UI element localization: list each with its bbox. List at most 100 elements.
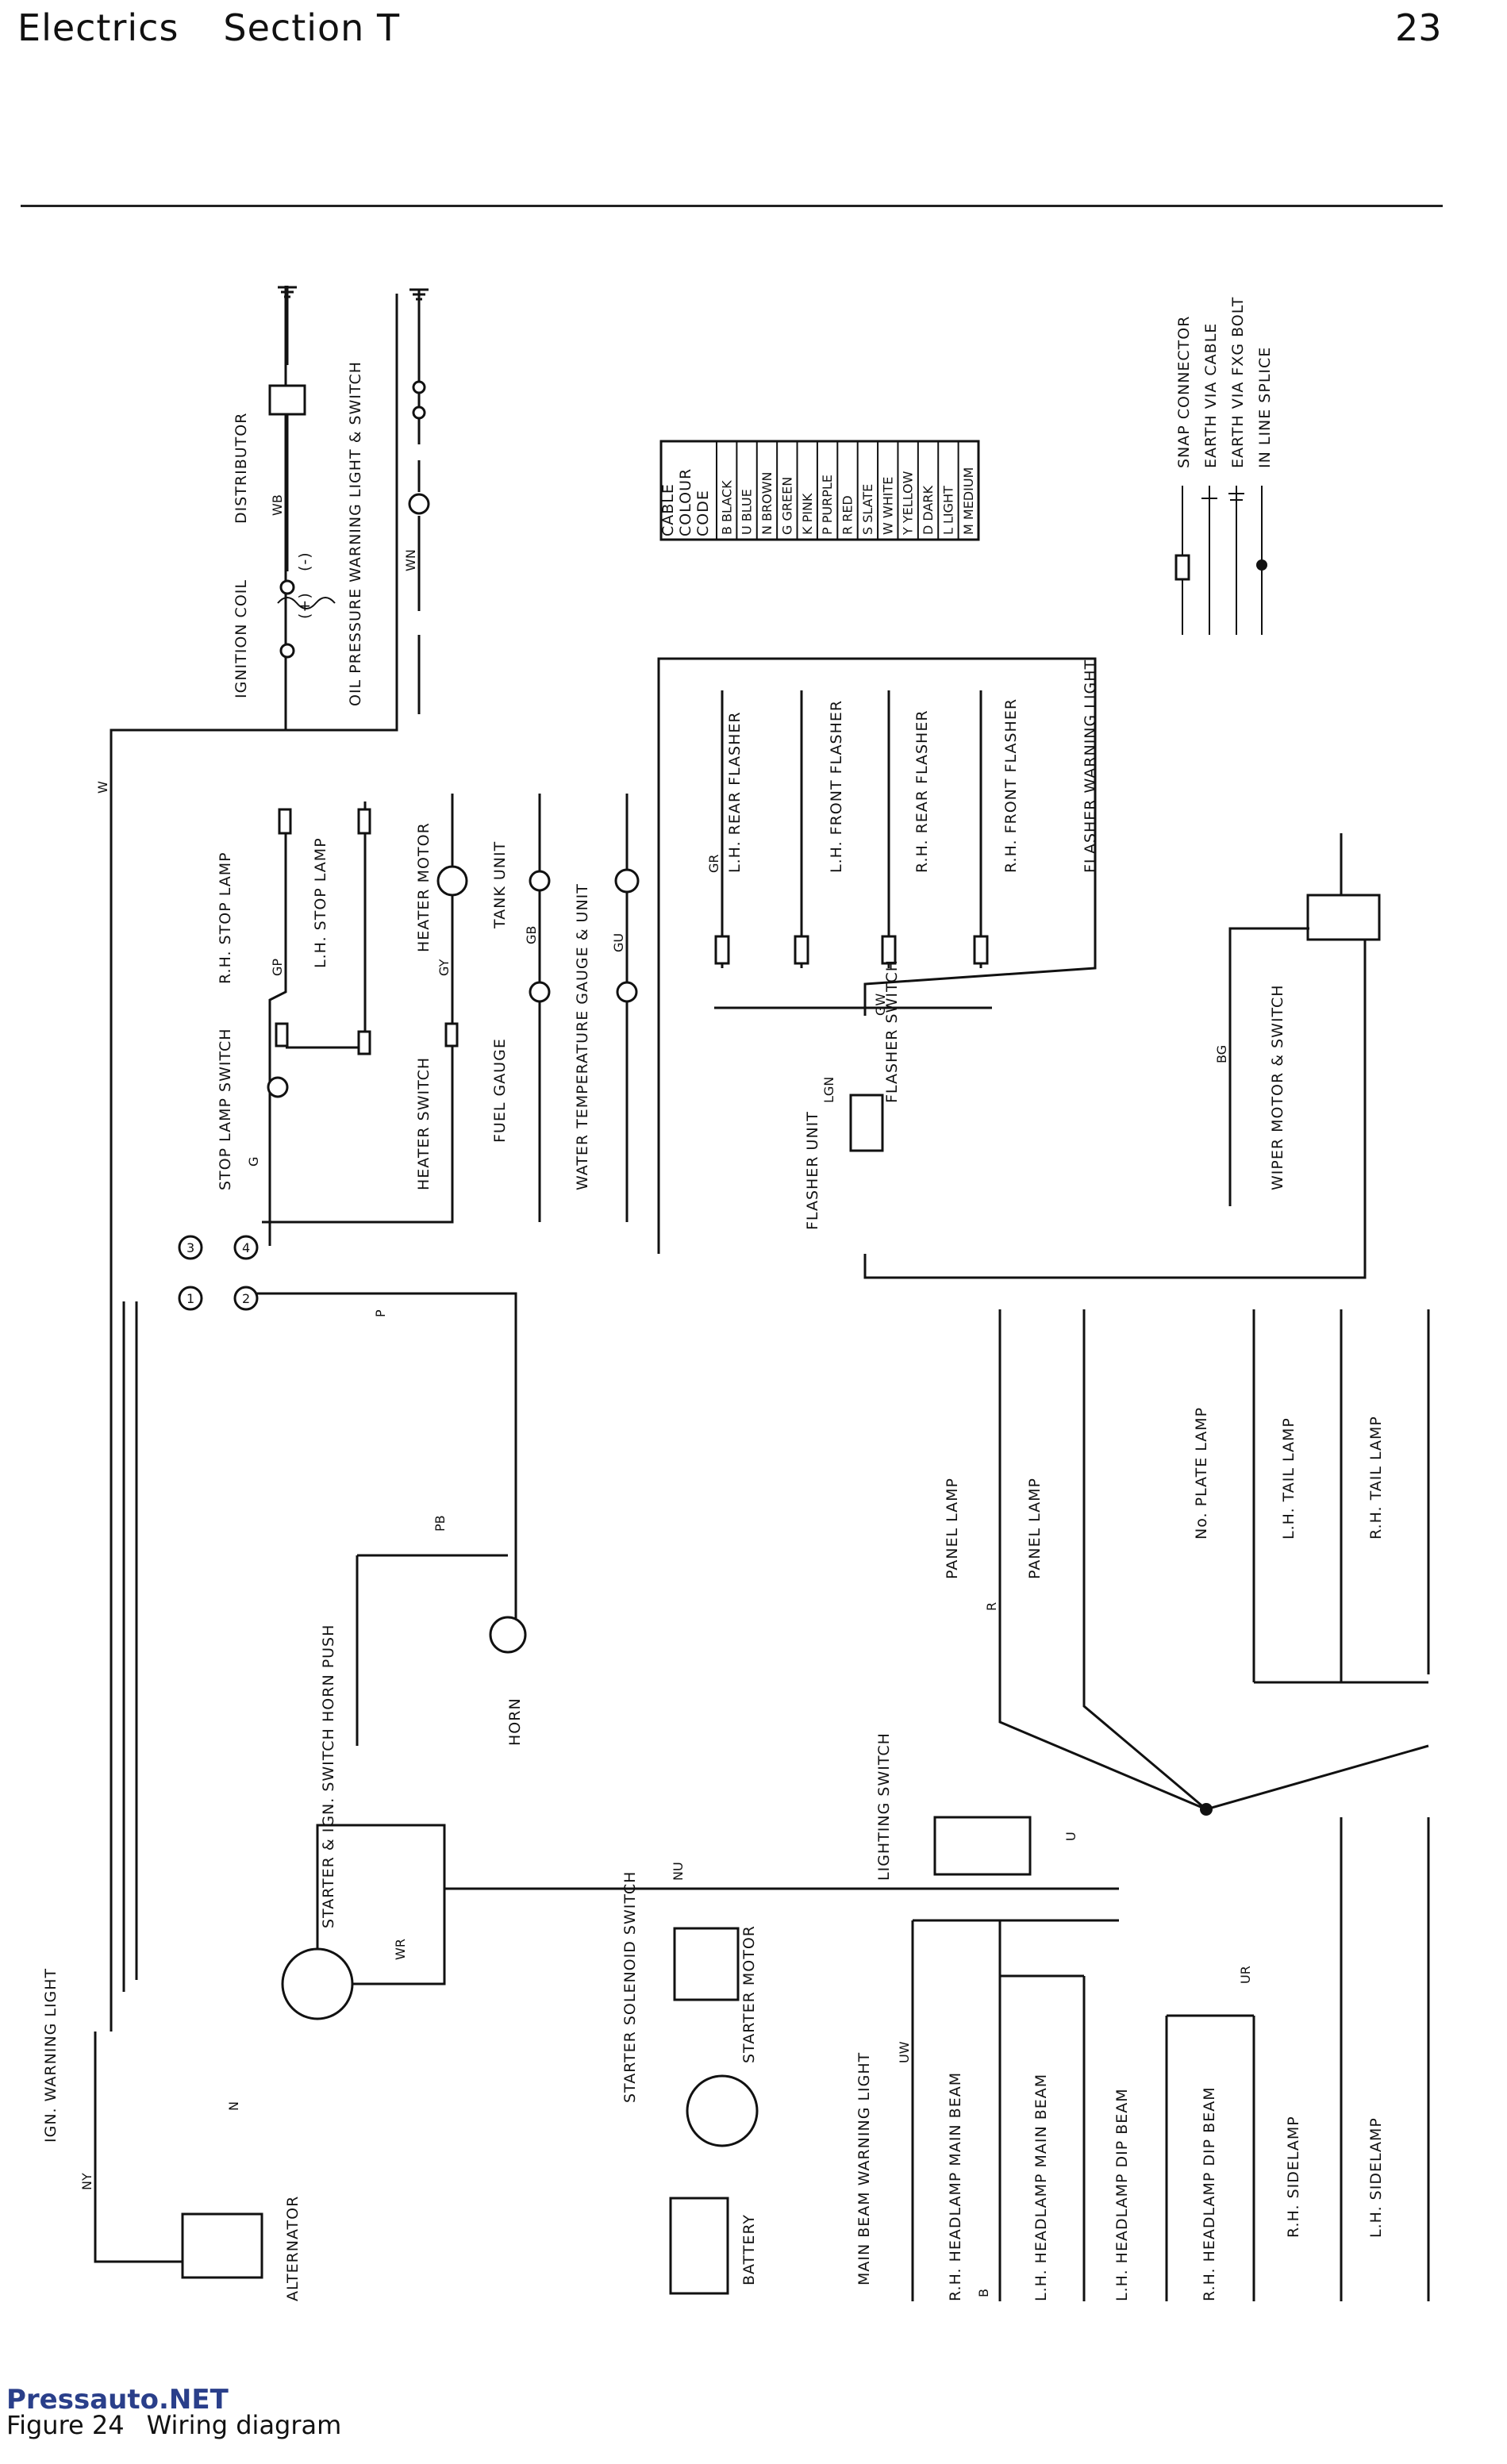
label-tank-unit: TANK UNIT xyxy=(491,841,509,929)
label-starter-ign: STARTER & IGN. SWITCH xyxy=(320,1728,337,1928)
label-rh-stop-lamp: R.H. STOP LAMP xyxy=(217,851,234,984)
wire-label-gy: GY xyxy=(436,959,452,976)
label-lighting-switch: LIGHTING SWITCH xyxy=(875,1732,893,1881)
connector-4: 4 xyxy=(242,1240,250,1255)
wire-label-r: R xyxy=(984,1602,999,1611)
wire-label-gr: GR xyxy=(706,854,721,873)
wire-label-n: N xyxy=(226,2101,241,2111)
colour-code-row: R RED xyxy=(840,495,855,535)
colour-code-title-3: CODE xyxy=(694,490,712,536)
wire-label-ny: NY xyxy=(79,2173,94,2190)
label-rh-tail: R.H. TAIL LAMP xyxy=(1367,1416,1385,1540)
page-number: 23 xyxy=(1395,6,1442,49)
header-section: Electrics xyxy=(17,6,179,49)
label-alternator: ALTERNATOR xyxy=(284,2196,302,2301)
label-wiper: WIPER MOTOR & SWITCH xyxy=(1269,984,1286,1190)
label-panel-lamp-2: PANEL LAMP xyxy=(1026,1478,1044,1579)
colour-code-row: N BROWN xyxy=(759,471,775,535)
label-flasher-warning: FLASHER WARNING LIGHT xyxy=(1082,659,1099,873)
label-heater-motor: HEATER MOTOR xyxy=(415,822,432,952)
symbol-key: SNAP CONNECTOR EARTH VIA CABLE EARTH VIA… xyxy=(1174,297,1274,635)
label-rh-rear-flasher: R.H. REAR FLASHER xyxy=(913,709,931,873)
wire-label-ur: UR xyxy=(1238,1966,1253,1984)
label-stop-lamp-switch: STOP LAMP SWITCH xyxy=(217,1028,234,1190)
label-lh-tail: L.H. TAIL LAMP xyxy=(1280,1417,1297,1540)
wire-label-uw: UW xyxy=(897,2041,912,2063)
label-horn: HORN xyxy=(506,1697,524,1746)
colour-code-row: L LIGHT xyxy=(941,486,956,535)
wire-label-wr: WR xyxy=(393,1939,408,1960)
wire-label-b: B xyxy=(976,2289,991,2297)
wire-label-gb: GB xyxy=(524,926,539,944)
wire-label-gp: GP xyxy=(270,959,285,976)
label-water-temp: WATER TEMPERATURE GAUGE & UNIT xyxy=(574,883,591,1190)
label-ign-warning: IGN. WARNING LIGHT xyxy=(42,1968,60,2143)
label-lh-main: L.H. HEADLAMP MAIN BEAM xyxy=(1032,2074,1050,2301)
label-rh-front-flasher: R.H. FRONT FLASHER xyxy=(1002,698,1020,873)
connector-1: 1 xyxy=(186,1291,194,1306)
colour-code-row: M MEDIUM xyxy=(961,467,976,535)
label-fuel-gauge: FUEL GAUGE xyxy=(491,1038,509,1143)
header-rule xyxy=(21,205,1443,207)
label-lh-front-flasher: L.H. FRONT FLASHER xyxy=(828,700,845,873)
label-rh-dip: R.H. HEADLAMP DIP BEAM xyxy=(1201,2086,1218,2301)
wire-label-wb: WB xyxy=(270,494,285,516)
key-earth-cable: EARTH VIA CABLE xyxy=(1202,323,1220,468)
connector-2: 2 xyxy=(242,1291,250,1306)
key-earth-bolt: EARTH VIA FXG BOLT xyxy=(1229,297,1247,468)
label-lh-rear-flasher: L.H. REAR FLASHER xyxy=(726,711,744,873)
label-lh-dip: L.H. HEADLAMP DIP BEAM xyxy=(1113,2088,1131,2301)
key-snap-connector: SNAP CONNECTOR xyxy=(1175,316,1193,468)
label-ignition-coil: IGNITION COIL xyxy=(233,579,250,698)
label-coil-minus: (-) xyxy=(296,552,313,571)
label-flasher-switch: FLASHER SWITCH xyxy=(883,959,901,1103)
colour-code-row: P PURPLE xyxy=(820,475,835,535)
connector-3: 3 xyxy=(186,1240,194,1255)
colour-code-row: W WHITE xyxy=(880,477,895,535)
wire-label-nu: NU xyxy=(671,1862,686,1881)
colour-code-row: D DARK xyxy=(921,485,936,535)
label-lh-side: L.H. SIDELAMP xyxy=(1367,2117,1385,2238)
label-plate-lamp: No. PLATE LAMP xyxy=(1193,1407,1210,1540)
label-panel-lamp-1: PANEL LAMP xyxy=(944,1478,961,1579)
colour-code-title-1: CABLE xyxy=(659,483,677,536)
page-header: Electrics Section T xyxy=(17,6,444,49)
figure-number: Figure 24 xyxy=(6,2410,125,2440)
label-coil-plus: (+) xyxy=(296,592,313,619)
colour-code-row: Y YELLOW xyxy=(901,471,916,536)
label-lh-stop-lamp: L.H. STOP LAMP xyxy=(312,837,329,968)
site-watermark: Pressauto.NET xyxy=(6,2384,229,2416)
label-flasher-unit: FLASHER UNIT xyxy=(804,1111,821,1230)
wire-label-lgn: LGN xyxy=(821,1077,836,1103)
colour-code-row: G GREEN xyxy=(779,477,794,535)
label-starter-motor: STARTER MOTOR xyxy=(740,1925,758,2063)
wire-label-pb: PB xyxy=(432,1515,448,1532)
label-main-beam-warning: MAIN BEAM WARNING LIGHT xyxy=(855,2052,873,2285)
label-rh-side: R.H. SIDELAMP xyxy=(1285,2116,1302,2238)
colour-code-title-2: COLOUR xyxy=(677,468,694,536)
header-subsection: Section T xyxy=(223,6,401,49)
colour-code-row: K PINK xyxy=(800,493,815,535)
label-oil-pressure: OIL PRESSURE WARNING LIGHT & SWITCH xyxy=(347,361,364,706)
figure-title: Wiring diagram xyxy=(146,2410,342,2440)
wire-label-gw: GW xyxy=(873,994,888,1016)
colour-code-row: S SLATE xyxy=(860,484,875,535)
colour-code-row: B BLACK xyxy=(719,480,734,535)
wire-label-g: G xyxy=(246,1157,261,1167)
label-battery: BATTERY xyxy=(740,2214,758,2285)
wire-label-wn: WN xyxy=(403,549,418,571)
label-horn-push: HORN PUSH xyxy=(320,1624,337,1722)
label-distributor: DISTRIBUTOR xyxy=(233,413,250,524)
key-inline-splice: IN LINE SPLICE xyxy=(1256,347,1274,468)
label-rh-main: R.H. HEADLAMP MAIN BEAM xyxy=(947,2072,964,2301)
wire-label-bg: BG xyxy=(1214,1045,1229,1063)
wire-label-gu: GU xyxy=(611,933,626,952)
label-heater-switch: HEATER SWITCH xyxy=(415,1057,432,1190)
colour-code-row: U BLUE xyxy=(740,489,755,535)
wire-label-u: U xyxy=(1063,1832,1078,1841)
figure-caption: Pressauto.NET Figure 24 Wiring diagram xyxy=(6,2384,363,2440)
label-starter-solenoid: STARTER SOLENOID SWITCH xyxy=(621,1871,639,2103)
wire-label-p: P xyxy=(373,1309,388,1317)
